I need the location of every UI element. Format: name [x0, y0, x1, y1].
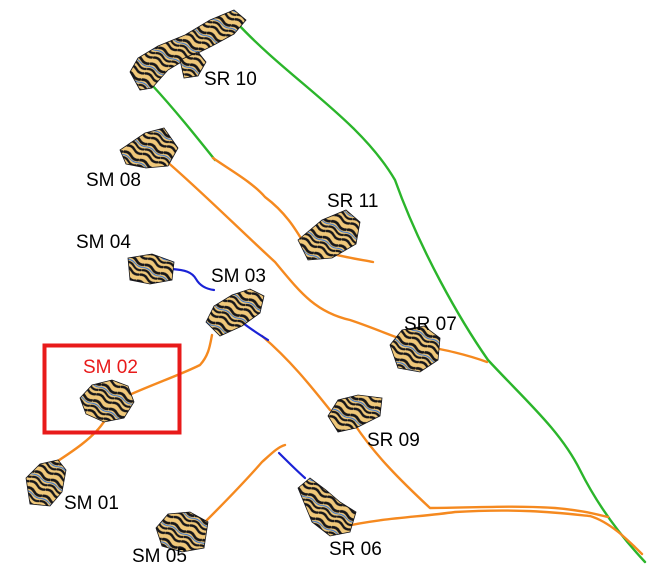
terrain-patches [25, 9, 441, 553]
blue-route-sm05-sr06 [277, 451, 307, 480]
terrain-patch-sr09[interactable] [327, 394, 383, 433]
terrain-patch-sr11[interactable] [297, 209, 361, 261]
orange-route-sr09-sr06 [353, 423, 610, 519]
orange-route-sm03-sr09 [260, 334, 332, 412]
label-sm05[interactable]: SM 05 [132, 546, 187, 567]
label-sm04[interactable]: SM 04 [76, 232, 131, 253]
terrain-patch-sr07[interactable] [389, 325, 441, 373]
site-labels: SR 10 SM 08 SR 11 SM 04 SM 03 SR 07 SM 0… [64, 69, 457, 567]
label-sm01[interactable]: SM 01 [64, 493, 119, 514]
terrain-patch-sm02[interactable] [79, 379, 135, 423]
routes [45, 21, 647, 564]
label-sr10[interactable]: SR 10 [204, 69, 257, 90]
terrain-patch-sm08[interactable] [119, 127, 179, 169]
orange-route-sm05-north [203, 443, 287, 524]
blue-route-sm03-sr09 [241, 321, 270, 342]
terrain-patch-sm05[interactable] [155, 511, 209, 553]
terrain-patch-sr06[interactable] [297, 477, 357, 537]
terrain-patch-sm01[interactable] [25, 459, 67, 507]
selection-box [42, 343, 182, 435]
label-sr07[interactable]: SR 07 [404, 314, 457, 335]
label-sr06[interactable]: SR 06 [329, 539, 382, 560]
label-sm02[interactable]: SM 02 [83, 357, 138, 378]
terrain-patch-sm03[interactable] [205, 288, 265, 337]
terrain-patch-sm04[interactable] [127, 253, 175, 285]
blue-route-sm04-sm03 [170, 267, 216, 292]
terrain-patch-sr10[interactable] [129, 9, 247, 91]
terrain-patch-sr10-inner[interactable] [179, 51, 207, 79]
label-sm08[interactable]: SM 08 [86, 170, 141, 191]
orange-route-sm08-sr11 [211, 156, 375, 264]
green-route-east [235, 21, 647, 564]
label-sm03[interactable]: SM 03 [211, 266, 266, 287]
label-sr09[interactable]: SR 09 [367, 430, 420, 451]
orange-route-sr06-east [340, 509, 644, 556]
green-route-west [150, 83, 217, 162]
orange-route-sm02-sm03 [116, 333, 214, 402]
label-sr11[interactable]: SR 11 [327, 191, 378, 212]
